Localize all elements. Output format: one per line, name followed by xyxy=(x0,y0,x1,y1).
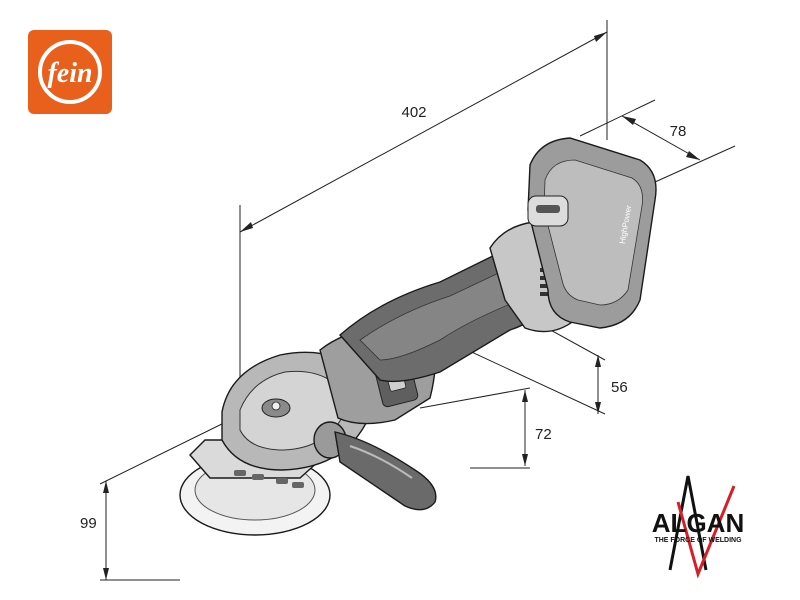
side-handle-ridge xyxy=(349,445,413,479)
arrow-right xyxy=(594,32,607,42)
arrow-99b xyxy=(103,568,109,580)
dimension-line-length xyxy=(239,31,608,233)
arrow-56a xyxy=(595,355,601,367)
release-button-grip xyxy=(536,205,560,213)
vent-slot xyxy=(252,474,264,480)
extension-line-72a xyxy=(419,387,531,409)
dimension-total-height: 99 xyxy=(80,419,231,581)
fein-logo-ring xyxy=(38,40,102,104)
algan-tagline: THE FORCE OF WELDING xyxy=(654,537,742,544)
grinder: HighPower xyxy=(179,137,657,536)
algan-mark-red xyxy=(676,485,736,579)
total-height-label: 99 xyxy=(80,515,97,532)
length-label: 402 xyxy=(401,104,426,121)
dimension-length: 402 xyxy=(239,20,608,445)
arrow-78a xyxy=(622,116,636,125)
extension-line-78b xyxy=(654,145,736,183)
vent-slot xyxy=(276,478,288,484)
vent-slot xyxy=(540,292,554,296)
battery-pack: HighPower xyxy=(527,137,657,329)
side-handle-grip xyxy=(334,431,437,511)
arrow-99a xyxy=(103,481,109,493)
arrow-left xyxy=(240,222,253,232)
spindle-lock-center xyxy=(271,401,281,411)
arrow-78b xyxy=(686,151,700,160)
algan-logo: ALGAN THE FORCE OF WELDING xyxy=(652,475,744,579)
algan-wordmark: ALGAN xyxy=(652,508,744,538)
fein-logo-text: fein xyxy=(47,58,92,89)
algan-mark-black xyxy=(668,475,708,571)
side-handle xyxy=(313,421,437,511)
arrow-72a xyxy=(522,390,528,402)
arrow-56b xyxy=(595,402,601,414)
grip-height-label: 56 xyxy=(611,379,628,396)
extension-line-99a xyxy=(99,419,231,485)
extension-line-78a xyxy=(579,99,656,137)
battery-face xyxy=(543,159,643,306)
dimension-line-78 xyxy=(621,115,701,161)
vent-slot xyxy=(234,470,246,476)
vent-slots xyxy=(234,470,304,488)
dimension-battery-width: 78 xyxy=(579,99,736,183)
vent-slot xyxy=(292,482,304,488)
body-height-label: 72 xyxy=(535,426,552,443)
fein-logo: fein xyxy=(28,30,112,114)
arrow-72b xyxy=(522,454,528,466)
dimension-body-height: 72 xyxy=(419,387,552,469)
battery-width-label: 78 xyxy=(670,123,687,140)
